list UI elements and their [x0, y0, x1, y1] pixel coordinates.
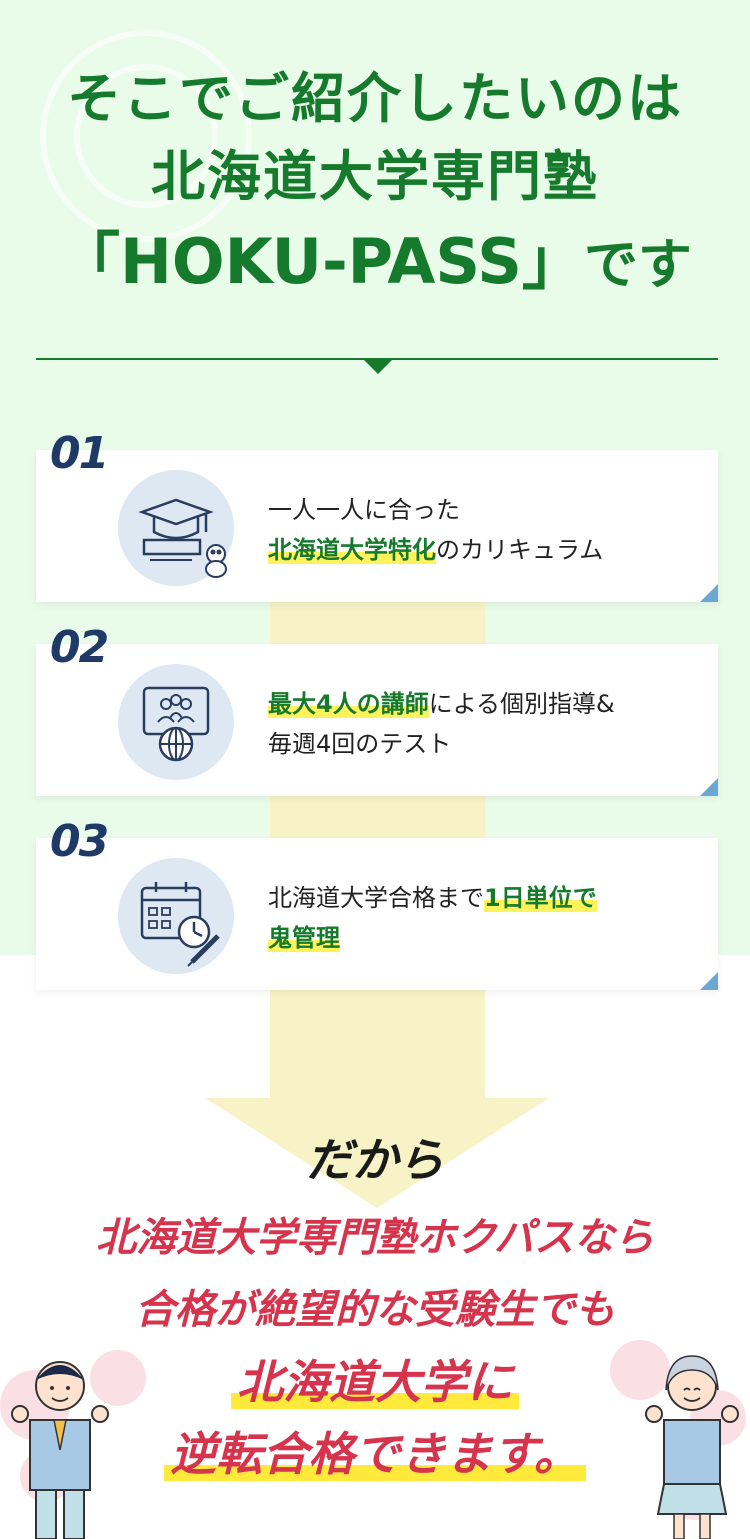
conclusion-line-4: 逆転合格できます。: [0, 1418, 750, 1490]
female-student-icon: [645, 1355, 739, 1539]
conclusion-line-4-text: 逆転合格できます。: [164, 1427, 586, 1481]
card-corner-icon: [700, 972, 718, 990]
headline-line-1: そこでご紹介したいのは: [67, 67, 683, 130]
feature-text-3: 北海道大学合格まで1日単位で 鬼管理: [268, 878, 708, 958]
conclusion-section: だから 北海道大学専門塾ホクパスなら 合格が絶望的な受験生でも 北海道大学に 逆…: [0, 1128, 750, 1490]
feature-1-line-2: 北海道大学特化のカリキュラム: [268, 530, 708, 570]
feature-2-highlight: 最大4人の講師: [268, 690, 429, 718]
headline-line-2: 北海道大学専門塾: [151, 145, 599, 208]
cherry-blossom-icon: [90, 1350, 146, 1406]
feature-card-2: 最大4人の講師による個別指導& 毎週4回のテスト: [36, 644, 718, 796]
headline-line-3: 「HOKU-PASS」です: [0, 220, 750, 307]
down-arrow-icon: [205, 1098, 549, 1208]
conclusion-line-1: 北海道大学専門塾ホクパスなら: [96, 1215, 654, 1261]
cherry-blossom-icon: [610, 1340, 670, 1400]
feature-number-1: 01: [50, 428, 109, 479]
watermark-logo: [40, 30, 252, 242]
conclusion-lead: だから: [306, 1133, 444, 1187]
feature-3-line-1: 北海道大学合格まで1日単位で: [268, 878, 708, 918]
graduation-cap-owl-icon: [118, 470, 234, 586]
divider-pointer-icon: [364, 360, 392, 374]
feature-3-line-2: 鬼管理: [268, 918, 708, 958]
feature-text-1: 一人一人に合った 北海道大学特化のカリキュラム: [268, 490, 708, 570]
feature-number-2: 02: [50, 622, 109, 673]
feature-3-highlight-b: 鬼管理: [268, 924, 340, 952]
feature-3-lead: 北海道大学合格まで: [268, 884, 484, 912]
feature-2-rest: による個別指導&: [428, 690, 615, 718]
feature-1-line-1: 一人一人に合った: [268, 496, 460, 524]
section-divider: [36, 358, 718, 360]
card-corner-icon: [700, 778, 718, 796]
headline: そこでご紹介したいのは 北海道大学専門塾 「HOKU-PASS」です: [0, 60, 750, 307]
feature-3-highlight-a: 1日単位で: [484, 884, 597, 912]
feature-1-highlight: 北海道大学特化: [268, 536, 436, 564]
feature-number-3: 03: [50, 816, 109, 867]
feature-2-line-2: 毎週4回のテスト: [268, 730, 452, 758]
male-student-icon: [11, 1361, 109, 1539]
conclusion-line-2: 合格が絶望的な受験生でも: [135, 1287, 615, 1333]
conclusion-line-3-text: 北海道大学に: [231, 1355, 519, 1409]
feature-text-2: 最大4人の講師による個別指導& 毎週4回のテスト: [268, 684, 708, 764]
conclusion-line-3: 北海道大学に: [0, 1346, 750, 1418]
calendar-clock-pencil-icon: [118, 858, 234, 974]
online-class-globe-icon: [118, 664, 234, 780]
feature-card-1: 一人一人に合った 北海道大学特化のカリキュラム: [36, 450, 718, 602]
feature-card-3: 北海道大学合格まで1日単位で 鬼管理: [36, 838, 718, 990]
card-corner-icon: [700, 584, 718, 602]
headline-suffix: です: [583, 233, 692, 296]
feature-2-line-1: 最大4人の講師による個別指導&: [268, 684, 708, 724]
feature-1-rest: のカリキュラム: [436, 536, 604, 564]
brand-name: 「HOKU-PASS」: [58, 225, 584, 298]
